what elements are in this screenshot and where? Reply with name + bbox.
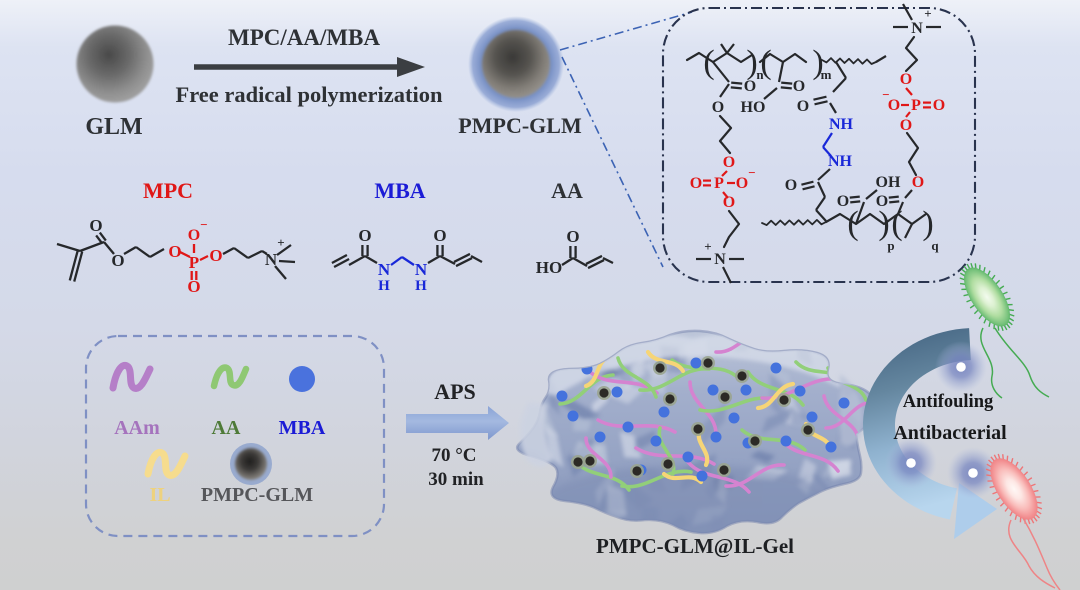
svg-text:O: O [187,277,200,296]
svg-text:O: O [723,154,735,171]
svg-text:H: H [415,278,427,294]
svg-text:O: O [89,216,102,235]
svg-text:MBA: MBA [374,178,425,203]
svg-text:IL: IL [149,484,170,506]
svg-text:N: N [714,251,726,268]
svg-text:NH: NH [829,116,854,133]
svg-text:p: p [887,238,894,253]
svg-text:N: N [911,20,923,37]
svg-text:N: N [265,250,278,269]
svg-text:O: O [888,97,900,114]
svg-text:(: ( [891,205,902,242]
svg-text:O: O [690,175,702,192]
svg-text:AA: AA [212,417,241,439]
svg-text:O: O [566,227,579,246]
svg-text:q: q [931,238,939,253]
svg-text:+: + [924,6,931,21]
svg-text:(: ( [703,44,714,81]
svg-text:PMPC-GLM: PMPC-GLM [458,113,582,138]
svg-text:O: O [188,227,200,244]
svg-text:PMPC-GLM: PMPC-GLM [201,484,313,506]
svg-text:O: O [793,78,805,95]
svg-text:PMPC-GLM@IL-Gel: PMPC-GLM@IL-Gel [596,534,794,558]
svg-text:H: H [378,278,390,294]
svg-text:MPC: MPC [143,178,193,203]
svg-text:O: O [736,175,748,192]
svg-text:N: N [378,260,391,279]
svg-text:O: O [712,99,724,116]
svg-text:GLM: GLM [85,114,142,140]
svg-text:): ) [812,44,823,81]
svg-text:70 °C: 70 °C [431,445,476,466]
svg-text:MBA: MBA [279,417,326,439]
svg-text:O: O [933,97,945,114]
svg-text:AA: AA [551,178,583,203]
svg-text:O: O [111,251,124,270]
svg-text:OH: OH [876,174,901,191]
svg-text:): ) [878,205,889,242]
svg-text:n: n [756,67,764,82]
svg-text:NH: NH [828,153,853,170]
svg-text:O: O [358,226,371,245]
svg-text:Antifouling: Antifouling [903,392,994,412]
svg-text:O: O [837,193,849,210]
svg-text:+: + [704,239,711,254]
svg-text:O: O [744,78,756,95]
svg-text:HO: HO [741,99,766,116]
svg-text:HO: HO [536,258,562,277]
svg-text:P: P [911,97,921,114]
svg-text:O: O [912,174,924,191]
svg-text:+: + [277,235,284,250]
svg-text:(: ( [847,205,858,242]
svg-text:O: O [785,177,797,194]
svg-text:−: − [200,217,207,232]
svg-text:MPC/AA/MBA: MPC/AA/MBA [228,25,380,50]
svg-text:O: O [209,246,222,265]
svg-text:N: N [415,260,428,279]
svg-text:P: P [189,253,199,272]
svg-text:P: P [714,175,724,192]
svg-text:O: O [168,242,181,261]
svg-text:O: O [900,71,912,88]
svg-text:m: m [821,67,832,82]
svg-text:O: O [723,194,735,211]
svg-text:O: O [900,117,912,134]
svg-text:O: O [876,193,888,210]
svg-text:AAm: AAm [114,417,160,439]
svg-text:(: ( [760,44,771,81]
svg-text:30 min: 30 min [428,469,484,490]
svg-text:): ) [922,205,933,242]
svg-text:−: − [882,87,889,102]
svg-text:Antibacterial: Antibacterial [893,422,1007,444]
svg-text:): ) [746,44,757,81]
svg-text:O: O [797,98,809,115]
svg-text:Free radical polymerization: Free radical polymerization [175,82,442,107]
svg-text:APS: APS [434,379,476,404]
svg-text:−: − [748,165,755,180]
svg-text:O: O [433,226,446,245]
